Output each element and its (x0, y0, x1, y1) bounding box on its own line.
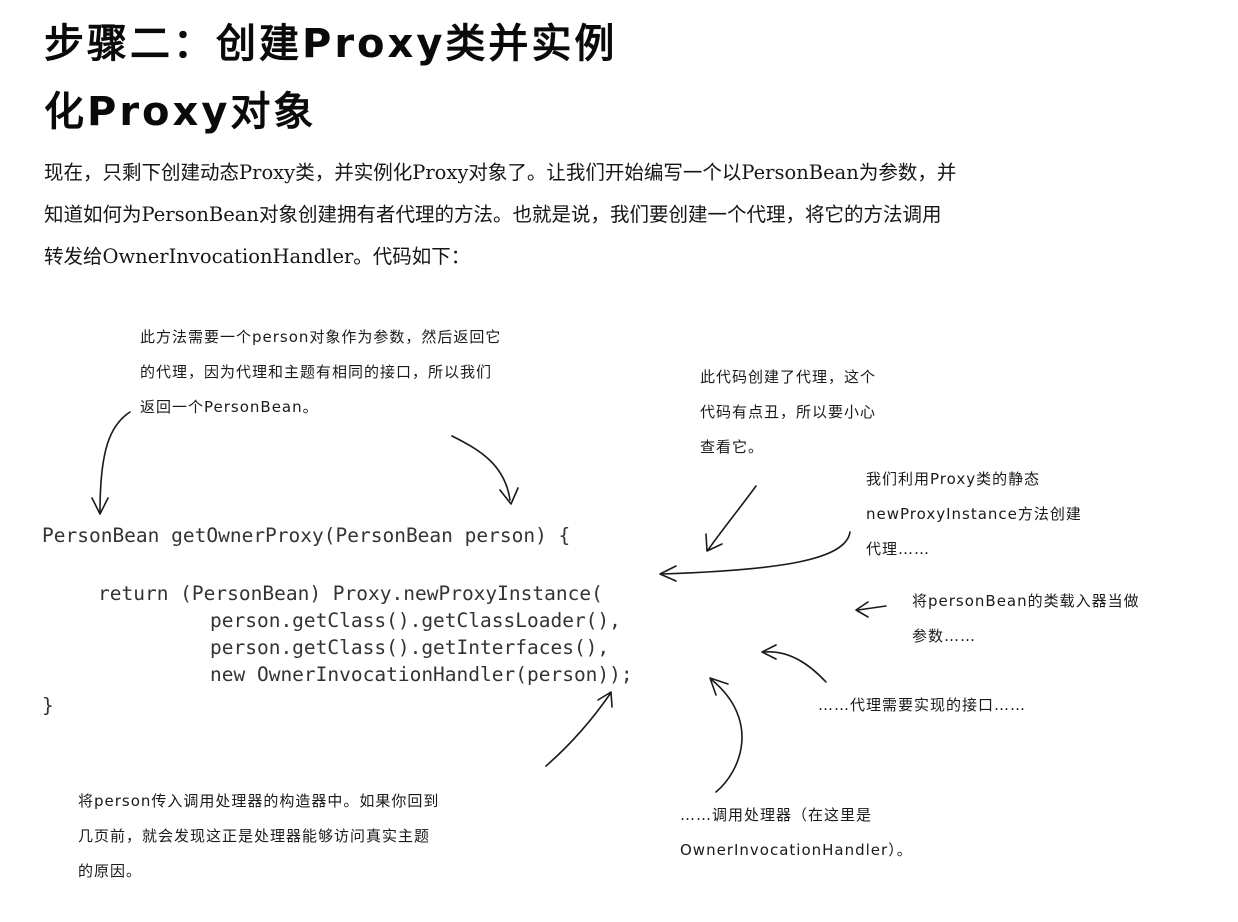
arrowhead (659, 565, 677, 582)
note-line: 代理…… (866, 540, 931, 558)
arrow-to-person-arg (545, 693, 611, 767)
code-line-return: return (PersonBean) Proxy.newProxyInstan… (98, 582, 603, 605)
note-line: 几页前，就会发现这正是处理器能够访问真实主题 (78, 827, 431, 845)
code-line-interfaces: person.getClass().getInterfaces(), (210, 636, 610, 659)
note-line: 的代理，因为代理和主题有相同的接口，所以我们 (140, 363, 493, 381)
arrow-to-handler (711, 679, 743, 793)
code-line-signature: PersonBean getOwnerProxy(PersonBean pers… (42, 524, 571, 547)
intro-paragraph: 现在，只剩下创建动态Proxy类，并实例化Proxy对象了。让我们开始编写一个以… (44, 152, 1204, 278)
method-note: 此方法需要一个person对象作为参数，然后返回它 的代理，因为代理和主题有相同… (140, 320, 501, 425)
code-line-close-brace: } (42, 694, 54, 717)
note-line: ……调用处理器（在这里是 (680, 806, 873, 824)
note-line: 此方法需要一个person对象作为参数，然后返回它 (140, 328, 502, 346)
arrowhead (855, 601, 869, 618)
note-line: newProxyInstance方法创建 (866, 505, 1082, 523)
note-line: ……代理需要实现的接口…… (818, 696, 1027, 714)
heading-line-2: 化Proxy对象 (44, 89, 317, 135)
arrow-to-return-type (99, 411, 131, 513)
arrow-to-parameter (451, 435, 511, 501)
note-line: 此代码创建了代理，这个 (700, 368, 877, 386)
arrow-to-newproxyinstance (661, 531, 851, 575)
arrow-to-interfaces (763, 651, 827, 683)
arrow-to-code (707, 485, 757, 551)
arrowhead (705, 533, 723, 552)
note-line: 返回一个PersonBean。 (140, 398, 319, 416)
constructor-note: 将person传入调用处理器的构造器中。如果你回到 几页前，就会发现这正是处理器… (78, 784, 439, 889)
interfaces-note: ……代理需要实现的接口…… (818, 688, 1026, 723)
code-line-classloader: person.getClass().getClassLoader(), (210, 609, 621, 632)
note-line: OwnerInvocationHandler）。 (680, 841, 913, 859)
code-line-handler: new OwnerInvocationHandler(person)); (210, 663, 633, 686)
note-line: 将personBean的类载入器当做 (912, 592, 1140, 610)
arrowhead (709, 677, 729, 696)
intro-line: 现在，只剩下创建动态Proxy类，并实例化Proxy对象了。让我们开始编写一个以… (44, 161, 957, 184)
arrowhead (597, 691, 613, 708)
heading-line-1: 步骤二：创建Proxy类并实例 (44, 21, 618, 67)
arrowhead (761, 644, 777, 660)
arrow-to-classloader (857, 605, 887, 611)
note-line: 的原因。 (78, 862, 143, 880)
arrowhead (91, 497, 109, 515)
note-line: 代码有点丑，所以要小心 (700, 403, 877, 421)
code-note: 此代码创建了代理，这个 代码有点丑，所以要小心 查看它。 (700, 360, 876, 465)
arrowhead (499, 487, 519, 505)
classloader-note: 将personBean的类载入器当做 参数…… (912, 584, 1140, 654)
handler-note: ……调用处理器（在这里是 OwnerInvocationHandler）。 (680, 798, 913, 868)
note-line: 查看它。 (700, 438, 765, 456)
intro-line: 知道如何为PersonBean对象创建拥有者代理的方法。也就是说，我们要创建一个… (44, 203, 942, 226)
intro-line: 转发给OwnerInvocationHandler。代码如下： (44, 245, 471, 268)
note-line: 参数…… (912, 627, 977, 645)
note-line: 将person传入调用处理器的构造器中。如果你回到 (78, 792, 440, 810)
static-method-note: 我们利用Proxy类的静态 newProxyInstance方法创建 代理…… (866, 462, 1082, 567)
note-line: 我们利用Proxy类的静态 (866, 470, 1041, 488)
